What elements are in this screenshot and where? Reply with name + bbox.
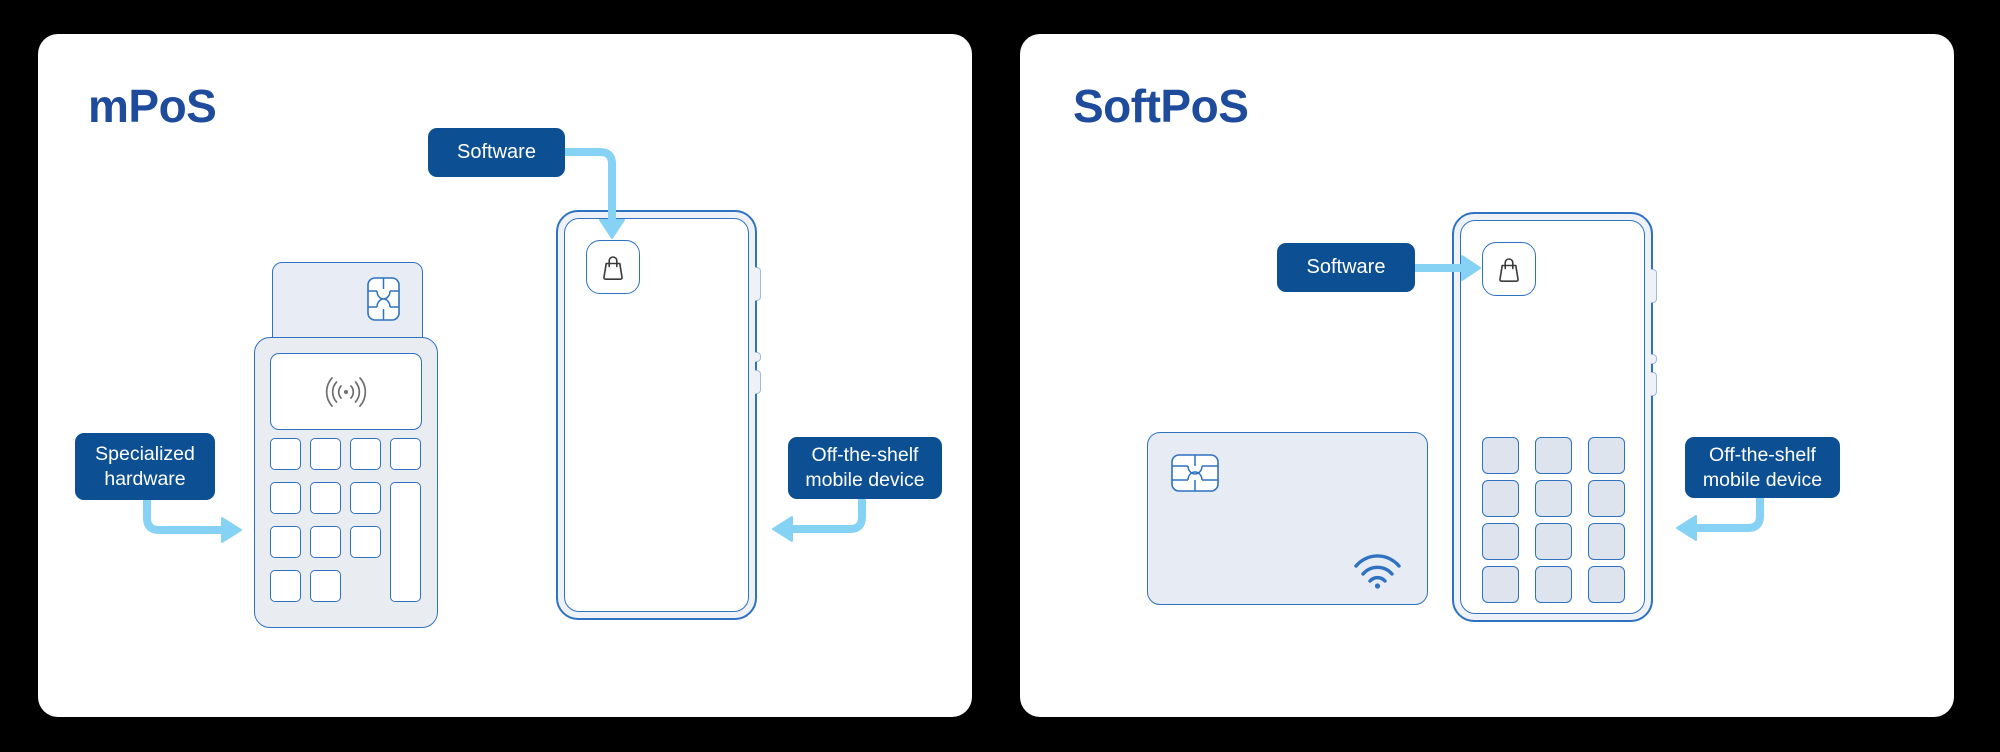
pin-key — [1535, 480, 1572, 517]
terminal-key — [310, 438, 341, 470]
mpos-title: mPoS — [88, 80, 217, 132]
specialized-hardware-callout: Specialized hardware — [75, 433, 215, 500]
shopping-bag-icon — [603, 256, 623, 280]
pin-key — [1588, 523, 1625, 560]
pin-keypad — [1482, 437, 1625, 603]
pin-key — [1588, 480, 1625, 517]
terminal-display — [270, 353, 422, 430]
off-the-shelf-callout: Off-the-shelf mobile device — [1685, 437, 1840, 498]
payment-app-icon — [586, 240, 640, 294]
card-chip-icon — [1171, 454, 1219, 492]
specialized-hardware-arrow — [143, 500, 242, 543]
software-callout: Software — [428, 128, 565, 177]
payment-card — [1147, 432, 1428, 605]
terminal-enter-key — [390, 482, 421, 602]
phone-side-button — [1651, 269, 1657, 303]
off-the-shelf-arrow — [772, 499, 866, 542]
mpos-terminal — [254, 337, 438, 628]
terminal-key — [350, 438, 381, 470]
nfc-contactless-icon — [325, 376, 367, 407]
terminal-key — [270, 570, 301, 602]
terminal-key — [310, 570, 341, 602]
off-the-shelf-label: Off-the-shelf mobile device — [1702, 443, 1823, 491]
pin-key — [1482, 566, 1519, 603]
pin-key — [1535, 437, 1572, 474]
phone-side-button — [1651, 372, 1657, 396]
mobile-phone — [556, 210, 761, 620]
shopping-bag-icon — [1499, 258, 1519, 282]
phone-side-button — [755, 267, 761, 301]
pin-key — [1588, 437, 1625, 474]
terminal-key — [270, 482, 301, 514]
software-callout-label: Software — [1306, 255, 1386, 278]
terminal-key — [310, 482, 341, 514]
phone-side-button — [755, 370, 761, 394]
phone-side-button — [755, 352, 761, 362]
terminal-key — [390, 438, 421, 470]
pin-key — [1535, 523, 1572, 560]
pin-key — [1535, 566, 1572, 603]
card-chip-icon — [367, 277, 400, 321]
specialized-hardware-label: Specialized hardware — [95, 442, 195, 490]
terminal-key — [270, 438, 301, 470]
softpos-title: SoftPoS — [1073, 80, 1249, 132]
terminal-key — [310, 526, 341, 558]
pin-key — [1482, 437, 1519, 474]
off-the-shelf-callout: Off-the-shelf mobile device — [788, 437, 942, 499]
payment-app-icon — [1482, 242, 1536, 296]
contactless-wave-icon — [1354, 554, 1401, 589]
terminal-keypad — [270, 438, 421, 602]
terminal-key — [350, 482, 381, 514]
software-callout: Software — [1277, 243, 1415, 292]
terminal-key — [350, 526, 381, 558]
pin-key — [1482, 480, 1519, 517]
panel-mpos: mPoS Software Specialized hardware Off-t… — [38, 34, 972, 717]
phone-side-button — [1651, 354, 1657, 364]
off-the-shelf-arrow — [1676, 498, 1764, 541]
mobile-phone — [1452, 212, 1657, 622]
pin-key — [1588, 566, 1625, 603]
software-callout-label: Software — [457, 140, 536, 163]
terminal-key — [270, 526, 301, 558]
pin-key — [1482, 523, 1519, 560]
off-the-shelf-label: Off-the-shelf mobile device — [805, 444, 925, 491]
panel-softpos: SoftPoS Software Off-the-shelf mobile de… — [1020, 34, 1954, 717]
